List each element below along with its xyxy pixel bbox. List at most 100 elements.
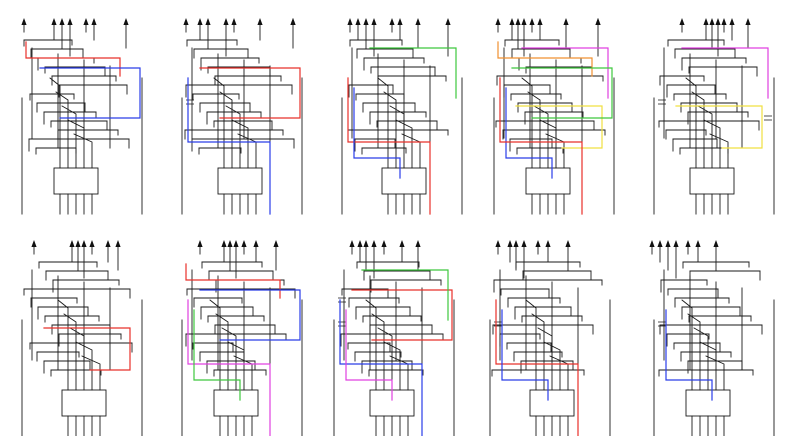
highlight-path-blue xyxy=(665,309,713,401)
trunk-line xyxy=(75,341,93,391)
crossover-mark xyxy=(338,321,346,327)
output-arrow-icon xyxy=(257,18,263,25)
output-arrow-icon xyxy=(521,18,527,25)
trunk-line xyxy=(225,105,241,169)
circuit-panel xyxy=(181,18,303,215)
trunk-line xyxy=(693,327,709,391)
crossover-mark xyxy=(764,115,772,121)
trunk-line xyxy=(401,133,421,169)
output-arrow-icon xyxy=(221,240,227,247)
trunk-line xyxy=(215,313,229,391)
circuit-panel xyxy=(21,240,143,436)
trunk-line xyxy=(365,299,377,391)
output-arrow-icon xyxy=(537,18,543,25)
output-arrow-icon xyxy=(685,240,691,247)
output-arrow-icon xyxy=(253,240,259,247)
logic-block xyxy=(53,167,99,195)
highlight-path-magenta xyxy=(345,309,393,401)
logic-block xyxy=(217,167,263,195)
trunk-line xyxy=(231,119,249,169)
circuit-panel xyxy=(649,240,775,436)
output-arrow-icon xyxy=(389,18,395,25)
trunk-line xyxy=(371,313,385,391)
trunk-line xyxy=(81,355,101,391)
circuit-panel xyxy=(341,18,463,215)
output-arrow-icon xyxy=(51,18,57,25)
output-arrow-icon xyxy=(105,240,111,247)
highlight-path-blue xyxy=(187,77,271,215)
output-arrow-icon xyxy=(363,240,369,247)
output-arrow-icon xyxy=(665,240,671,247)
trunk-line xyxy=(685,77,697,169)
output-arrow-icon xyxy=(205,18,211,25)
output-arrow-icon xyxy=(709,18,715,25)
trunk-line xyxy=(395,119,413,169)
output-arrow-icon xyxy=(197,240,203,247)
highlight-path-green xyxy=(361,269,449,321)
output-arrow-icon xyxy=(123,18,129,25)
output-arrow-icon xyxy=(415,18,421,25)
output-arrow-icon xyxy=(713,240,719,247)
highlight-path-red xyxy=(199,67,301,119)
output-arrow-icon xyxy=(347,18,353,25)
output-arrow-icon xyxy=(673,240,679,247)
output-arrow-icon xyxy=(371,240,377,247)
circuit-panel xyxy=(653,18,775,215)
output-arrow-icon xyxy=(75,240,81,247)
highlight-path-blue xyxy=(39,67,141,119)
trunk-line xyxy=(213,77,225,169)
output-arrow-icon xyxy=(183,18,189,25)
output-arrow-icon xyxy=(357,240,363,247)
highlight-path-magenta xyxy=(187,299,271,436)
output-arrow-icon xyxy=(227,240,233,247)
trunk-line xyxy=(681,299,693,391)
output-arrow-icon xyxy=(290,18,296,25)
output-arrow-icon xyxy=(695,240,701,247)
highlight-path-red xyxy=(25,41,121,77)
crossover-mark xyxy=(186,99,194,105)
output-arrow-icon xyxy=(355,18,361,25)
crossover-mark xyxy=(658,321,666,327)
trunk-line xyxy=(69,327,85,391)
logic-block xyxy=(213,389,259,417)
output-arrow-icon xyxy=(241,240,247,247)
trunk-line xyxy=(543,341,561,391)
highlight-path-blue xyxy=(199,289,301,341)
output-arrow-icon xyxy=(657,240,663,247)
trunk-line xyxy=(521,77,533,169)
output-arrow-icon xyxy=(513,240,519,247)
output-arrow-icon xyxy=(495,18,501,25)
output-arrow-icon xyxy=(715,18,721,25)
highlight-path-green xyxy=(369,47,457,99)
output-arrow-icon xyxy=(679,18,685,25)
output-arrow-icon xyxy=(399,240,405,247)
output-arrow-icon xyxy=(273,240,279,247)
highlight-path-blue xyxy=(505,87,553,179)
output-arrow-icon xyxy=(521,240,527,247)
output-arrow-icon xyxy=(495,240,501,247)
highlight-path-orange xyxy=(497,41,593,77)
output-arrow-icon xyxy=(81,240,87,247)
trunk-line xyxy=(703,119,721,169)
highlight-path-red xyxy=(43,327,131,371)
trunk-line xyxy=(687,313,701,391)
highlight-path-red xyxy=(351,289,453,341)
output-arrow-icon xyxy=(59,18,65,25)
trunk-line xyxy=(219,91,233,169)
logic-block xyxy=(689,167,735,195)
highlight-path-red xyxy=(185,263,281,299)
trunk-line xyxy=(527,91,541,169)
output-arrow-icon xyxy=(381,240,387,247)
circuit-panel xyxy=(181,240,303,436)
highlight-path-yellow xyxy=(675,105,763,149)
output-arrow-icon xyxy=(89,240,95,247)
logic-block xyxy=(381,167,427,195)
output-arrow-icon xyxy=(233,240,239,247)
highlight-path-red xyxy=(347,77,431,215)
highlight-path-magenta xyxy=(521,47,609,99)
output-arrow-icon xyxy=(31,240,37,247)
trunk-line xyxy=(531,313,545,391)
trunk-line xyxy=(525,299,537,391)
